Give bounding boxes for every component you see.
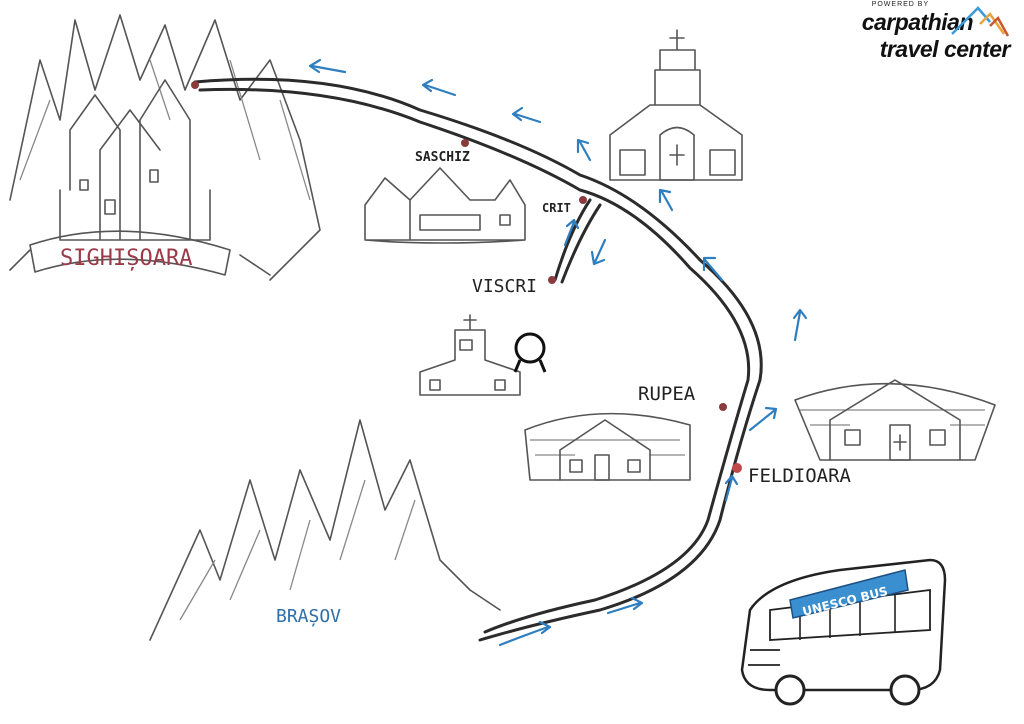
pin-saschiz xyxy=(461,139,469,147)
pin-crit xyxy=(579,196,587,204)
logo-powered-by: POWERED BY xyxy=(871,1,930,8)
place-label-brasov: BRAȘOV xyxy=(276,606,341,627)
carpathian-travel-center-logo: POWERED BY carpathian travel center xyxy=(862,0,1011,63)
route-road xyxy=(193,77,763,642)
pin-sighisoara xyxy=(191,81,199,89)
viscri-church-drawing xyxy=(419,314,547,396)
church-drawing xyxy=(609,29,743,181)
feldioara-fortress-drawing xyxy=(794,379,996,461)
saschiz-church-drawing xyxy=(364,167,526,244)
sighisoara-castle-drawing xyxy=(9,14,321,281)
place-label-saschiz: SASCHIZ xyxy=(415,150,470,165)
pin-rupea xyxy=(719,403,727,411)
unesco-bus-drawing xyxy=(740,558,947,706)
place-label-crit: CRIT xyxy=(542,201,571,215)
place-label-rupea: RUPEA xyxy=(638,383,696,405)
pin-viscri xyxy=(548,276,556,284)
place-label-sighisoara: SIGHIȘOARA xyxy=(60,246,192,271)
place-label-feldioara: FELDIOARA xyxy=(748,465,852,487)
mountain-logo-icon xyxy=(951,6,1010,37)
rupea-fortress-drawing xyxy=(524,412,691,481)
place-label-viscri: VISCRI xyxy=(472,276,537,297)
pin-feldioara xyxy=(732,463,742,473)
logo-line2: travel center xyxy=(879,36,1011,62)
route-direction-arrows xyxy=(308,58,808,647)
brasov-mountains-drawing xyxy=(149,419,501,641)
